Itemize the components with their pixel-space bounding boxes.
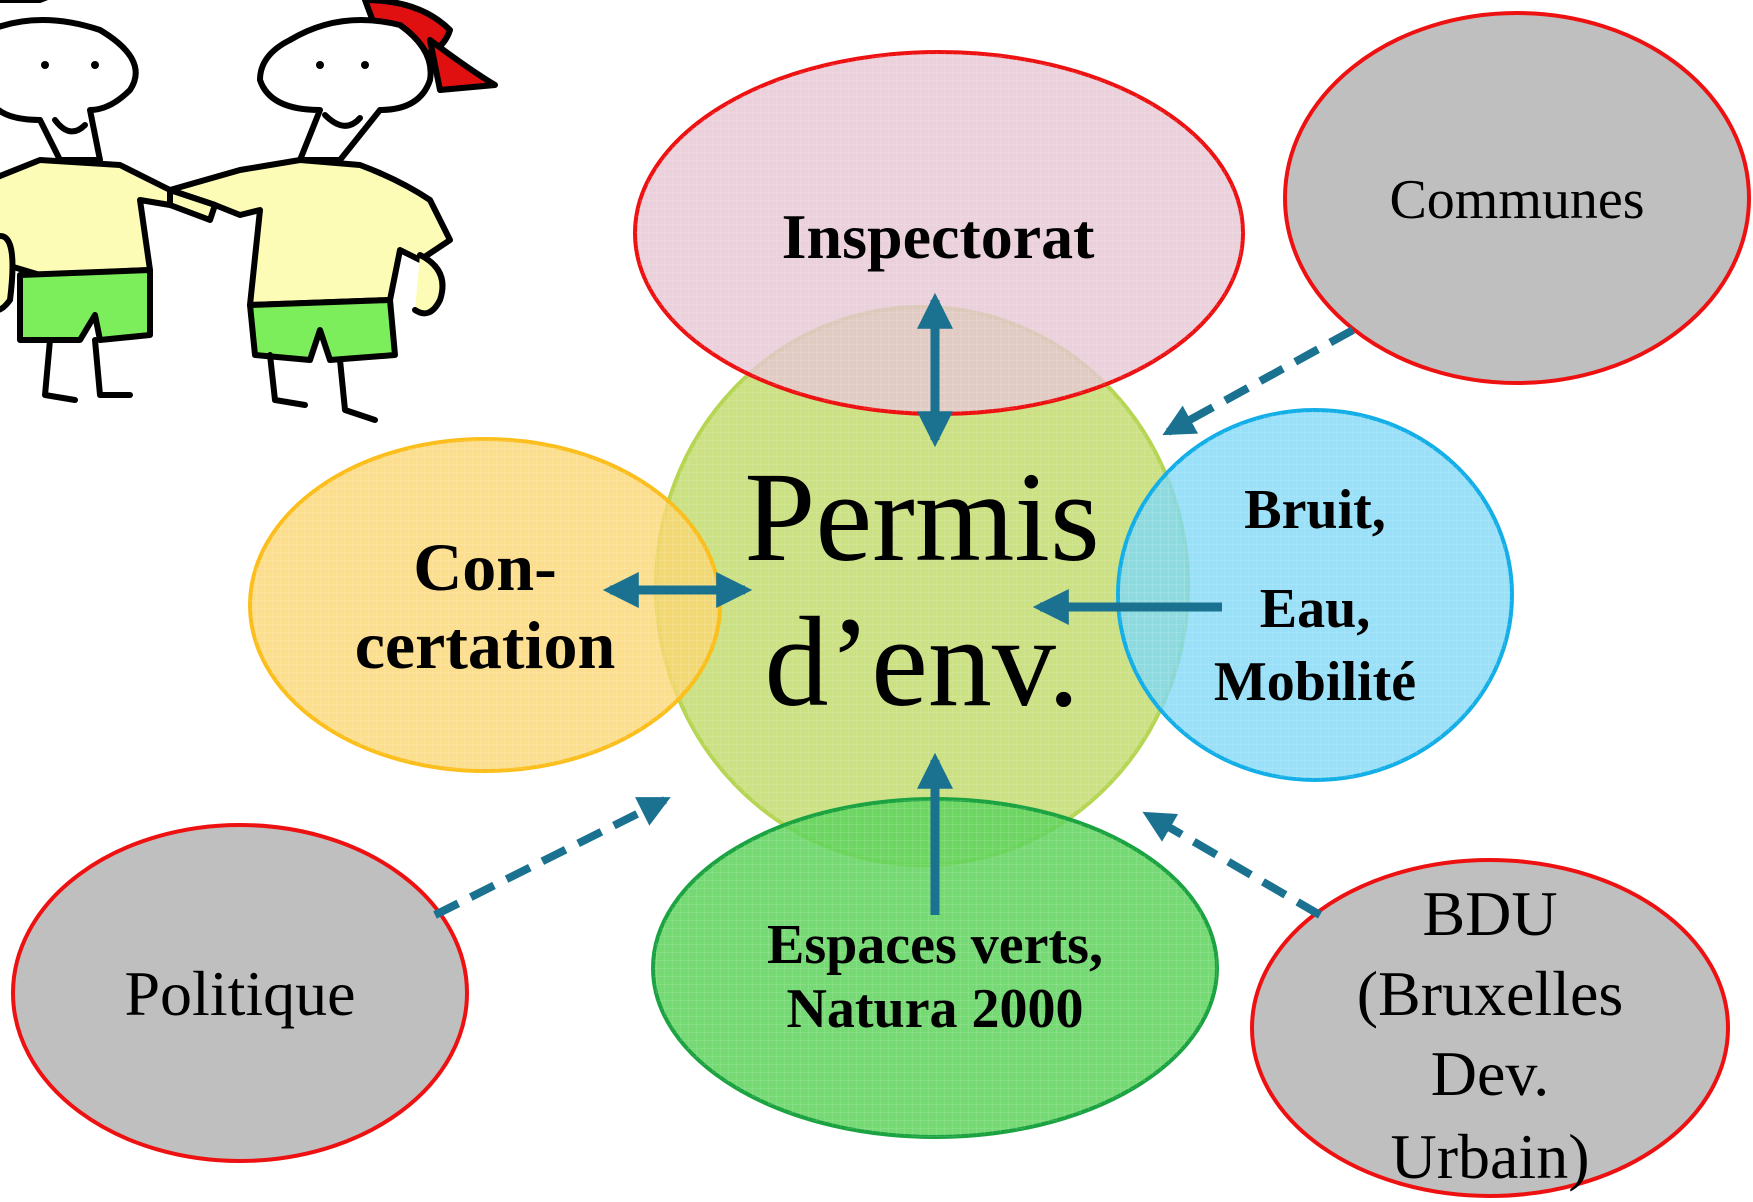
- center-label-line1: Permis: [744, 446, 1100, 588]
- bdu-label-line4: Urbain): [1390, 1121, 1589, 1192]
- politique-label: Politique: [124, 958, 355, 1029]
- center-label-line2: d’env.: [764, 591, 1079, 733]
- concertation-label-line1: Con-: [413, 529, 557, 605]
- inspectorat-label: Inspectorat: [782, 201, 1096, 272]
- communes-ellipse: [1283, 11, 1751, 385]
- politique-dashed-arrow: [433, 796, 671, 919]
- bruit-label-line1: Bruit,: [1244, 479, 1386, 541]
- communes-label: Communes: [1389, 169, 1644, 231]
- bdu-label-line2: (Bruxelles: [1357, 958, 1624, 1029]
- bruit-label-line2: Eau,: [1260, 578, 1371, 640]
- bdu-dashed-arrow: [1142, 811, 1323, 919]
- concertation-label-line2: certation: [355, 607, 616, 683]
- politique-ellipse: [11, 823, 469, 1163]
- bruit-label-line3: Mobilité: [1214, 651, 1416, 713]
- communes-dashed-arrow: [1162, 326, 1355, 436]
- bdu-label-line1: BDU: [1422, 878, 1557, 949]
- bdu-ellipse: [1250, 858, 1730, 1198]
- two-cartoon-children-holding-hands-icon: [0, 0, 498, 423]
- bdu-label-line3: Dev.: [1431, 1038, 1549, 1109]
- espaces-label-line1: Espaces verts,: [767, 914, 1103, 976]
- espaces-label-line2: Natura 2000: [786, 978, 1083, 1040]
